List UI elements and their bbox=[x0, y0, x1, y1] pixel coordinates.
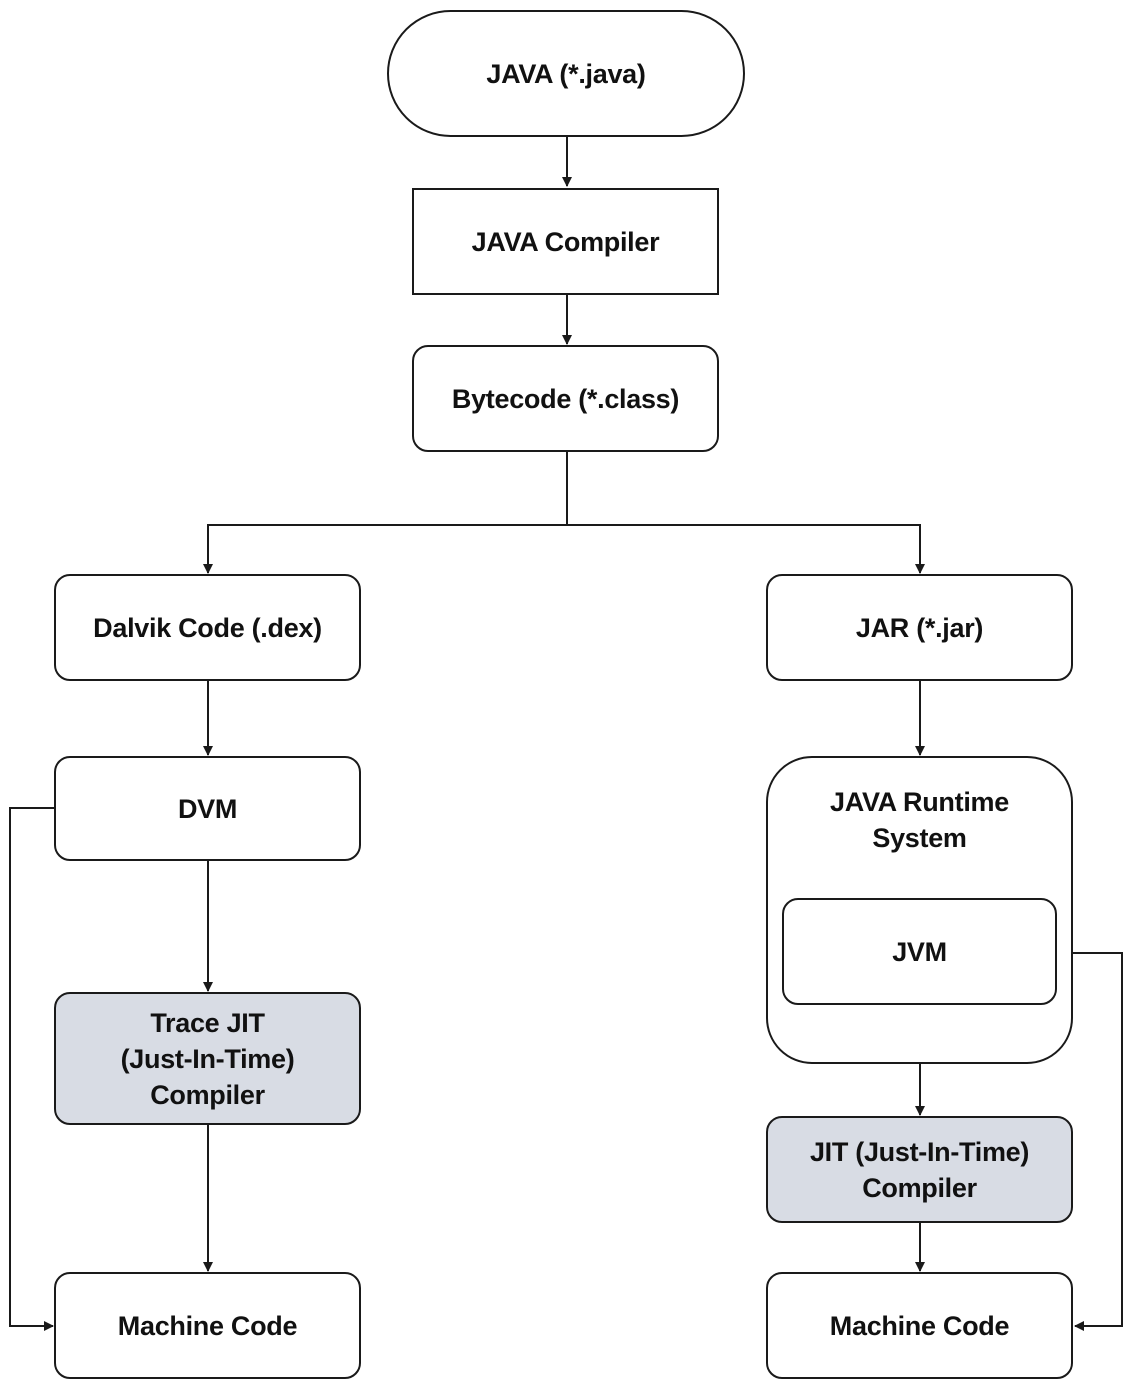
bytecode-label: Bytecode (*.class) bbox=[451, 383, 680, 414]
java-compiler-node: JAVA Compiler bbox=[412, 188, 719, 295]
bytecode-node: Bytecode (*.class) bbox=[412, 345, 719, 452]
trace-jit-label: Trace JIT (Just-In-Time) Compiler bbox=[121, 1005, 295, 1113]
java-compiler-label: JAVA Compiler bbox=[471, 226, 660, 257]
trace-jit-label-line-3: Compiler bbox=[150, 1079, 265, 1110]
jvm-label: JVM bbox=[892, 936, 947, 967]
jit-compiler-label: JIT (Just-In-Time) Compiler bbox=[810, 1134, 1029, 1206]
trace-jit-label-line-2: (Just-In-Time) bbox=[120, 1043, 295, 1074]
arrow-bytecode-to-dalvik bbox=[203, 524, 567, 574]
machine-code-left-node: Machine Code bbox=[54, 1272, 361, 1379]
jit-compiler-label-line-1: JIT (Just-In-Time) bbox=[809, 1136, 1030, 1167]
jar-node: JAR (*.jar) bbox=[766, 574, 1073, 681]
trace-jit-node: Trace JIT (Just-In-Time) Compiler bbox=[54, 992, 361, 1125]
dvm-node: DVM bbox=[54, 756, 361, 861]
machine-code-right-label: Machine Code bbox=[829, 1310, 1010, 1341]
jvm-node: JVM bbox=[782, 898, 1057, 1005]
dvm-label: DVM bbox=[177, 793, 238, 824]
arrow-dvm-bypass-to-machine-code bbox=[9, 807, 55, 1331]
arrow-bytecode-to-jar bbox=[567, 524, 925, 574]
machine-code-left-label: Machine Code bbox=[117, 1310, 298, 1341]
arrow-jvm-bypass-to-machine-code bbox=[1057, 952, 1123, 1331]
java-runtime-label-line-2: System bbox=[872, 823, 967, 853]
java-source-node: JAVA (*.java) bbox=[387, 10, 745, 137]
dalvik-code-label: Dalvik Code (.dex) bbox=[93, 612, 322, 643]
java-runtime-label-line-1: JAVA Runtime bbox=[830, 787, 1009, 817]
jar-label: JAR (*.jar) bbox=[855, 612, 984, 643]
jit-compiler-label-line-2: Compiler bbox=[862, 1172, 977, 1203]
java-runtime-system-label: JAVA Runtime System bbox=[768, 784, 1071, 856]
java-source-label: JAVA (*.java) bbox=[486, 58, 646, 89]
machine-code-right-node: Machine Code bbox=[766, 1272, 1073, 1379]
jit-compiler-node: JIT (Just-In-Time) Compiler bbox=[766, 1116, 1073, 1223]
trace-jit-label-line-1: Trace JIT bbox=[150, 1007, 265, 1038]
dalvik-code-node: Dalvik Code (.dex) bbox=[54, 574, 361, 681]
